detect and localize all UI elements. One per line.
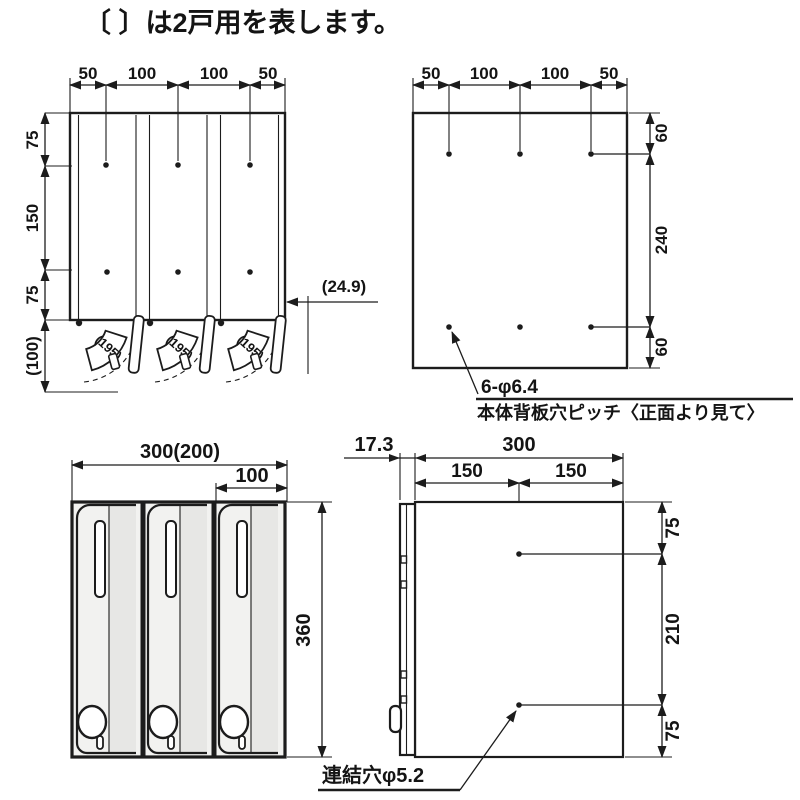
dim-label: 300(200) <box>140 441 220 463</box>
dim-label: 150 <box>555 461 587 482</box>
side-view: 17.3 300 150 150 <box>318 434 684 792</box>
door-outline <box>217 503 278 755</box>
dim-label: 17.3 <box>355 434 394 456</box>
door-2 <box>146 503 207 755</box>
door-shade <box>251 505 278 754</box>
hinge-notch <box>400 670 408 679</box>
hinge-notch <box>400 580 408 589</box>
front-open-left-dimension: 75 150 75 (100) <box>23 112 118 393</box>
flap-arm <box>198 314 216 374</box>
door-outline <box>146 503 207 755</box>
dim-label: 150 <box>451 461 483 482</box>
lock-cylinder <box>76 704 108 740</box>
keyhole <box>96 735 104 750</box>
door-divider <box>140 502 146 757</box>
dim-label: 75 <box>23 131 42 150</box>
mount-holes-front <box>103 85 253 275</box>
dim-label: 240 <box>652 226 671 254</box>
door-1 <box>75 503 136 755</box>
dim-label: 300 <box>502 434 535 456</box>
open-flap-2: (195) <box>146 314 216 383</box>
door-shade <box>180 505 207 754</box>
name-card-slot <box>94 520 106 598</box>
dim-label: 100 <box>541 64 569 83</box>
dim-label: 100 <box>200 64 228 83</box>
lock-bump <box>388 704 403 734</box>
flap-stopper <box>107 352 121 371</box>
door-edge <box>398 502 417 757</box>
dim-label: 210 <box>663 613 684 645</box>
hole-spec-callout: 6-φ6.4 本体背板穴ピッチ〈正面より見て〉 <box>451 331 793 423</box>
link-hole-callout: 連結穴φ5.2 <box>318 710 517 792</box>
dim-label: (100) <box>23 336 42 376</box>
flap-arm <box>269 314 287 374</box>
dim-label: 75 <box>663 720 684 742</box>
flap-panel <box>227 329 270 372</box>
hinge-notch <box>400 695 408 704</box>
keyhole <box>238 735 246 750</box>
link-hole-label: 連結穴φ5.2 <box>322 763 424 787</box>
mailbox-front-closed <box>70 500 287 759</box>
flap-panel <box>156 329 199 372</box>
hole-spec-label: 6-φ6.4 <box>481 377 538 398</box>
name-card-slot <box>165 520 177 598</box>
dim-label: 150 <box>23 204 42 232</box>
dim-label: 75 <box>23 286 42 305</box>
keyhole <box>167 735 175 750</box>
dim-label: (24.9) <box>322 277 366 296</box>
lock-cylinder <box>218 704 250 740</box>
dim-label: 50 <box>422 64 441 83</box>
side-top-dimension: 17.3 300 150 150 <box>344 434 624 502</box>
dim-label: 50 <box>259 64 278 83</box>
door-outline <box>75 503 136 755</box>
flap-hinge <box>146 319 154 327</box>
dim-label: 60 <box>652 338 671 357</box>
name-card-slot <box>236 520 248 598</box>
door-side-panel <box>388 502 417 757</box>
front-open-top-dimension: 50 100 100 50 <box>69 64 286 112</box>
rear-view: 50 100 100 50 60 240 60 <box>411 64 793 423</box>
dim-label: 75 <box>663 517 684 539</box>
dim-label: 100 <box>235 465 268 487</box>
side-right-dimension: 75 210 75 <box>625 501 684 758</box>
flap-stopper <box>249 352 263 371</box>
door-shade <box>109 505 136 754</box>
door-3 <box>217 503 278 755</box>
flap-panel <box>85 329 128 372</box>
link-holes <box>516 551 662 708</box>
lock-cylinder <box>147 704 179 740</box>
flap-stopper <box>178 352 192 371</box>
front-open-view: 50 100 100 50 <box>23 64 378 393</box>
compartment-walls <box>77 115 280 319</box>
dim-label: 360 <box>293 613 315 646</box>
dim-label: 50 <box>600 64 619 83</box>
flap-hinge <box>75 319 83 327</box>
open-flap-1: (195) <box>75 314 145 383</box>
front-closed-width-dimension: 300(200) 100 <box>71 441 288 502</box>
hole-pitch-caption: 本体背板穴ピッチ〈正面より見て〉 <box>477 402 765 423</box>
mailbox-body-side <box>413 500 625 759</box>
dim-label: 50 <box>79 64 98 83</box>
open-flap-3: (195) <box>217 314 287 383</box>
dim-label: 100 <box>128 64 156 83</box>
rear-right-dimension: 60 240 60 <box>629 112 671 369</box>
dim-label: 100 <box>470 64 498 83</box>
flap-hinge <box>217 319 225 327</box>
mount-holes-rear <box>446 85 650 330</box>
hinge-notch <box>400 555 408 564</box>
note-title: 〔 〕は2戸用を表します。 <box>84 8 401 38</box>
front-closed-view: 300(200) 100 <box>70 441 332 759</box>
protrusion-dimension: (24.9) <box>286 277 378 374</box>
dim-label: 60 <box>652 124 671 143</box>
door-divider <box>211 502 217 757</box>
flap-arm <box>127 314 145 374</box>
front-closed-height-dimension: 360 <box>287 501 332 758</box>
rear-top-dimension: 50 100 100 50 <box>412 64 628 112</box>
